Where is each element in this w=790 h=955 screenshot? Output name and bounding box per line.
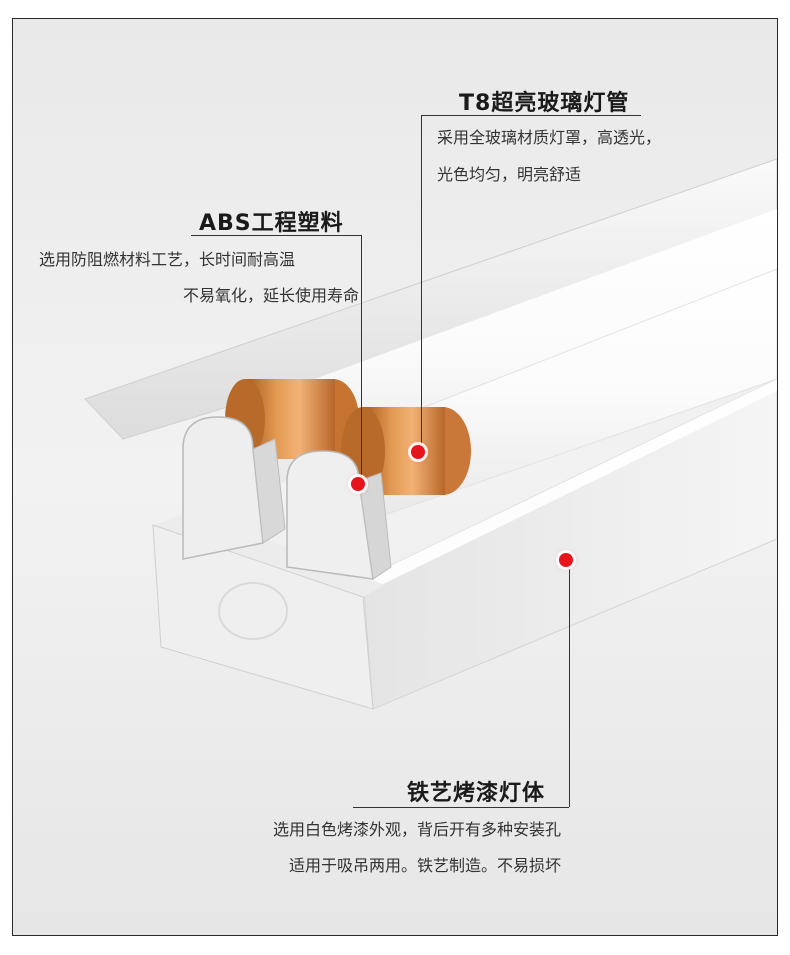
body-callout-desc-2: 适用于吸吊两用。铁艺制造。不易损坏	[288, 856, 561, 875]
tube-callout-desc-2: 光色均匀，明亮舒适	[437, 165, 582, 184]
abs-callout-underline	[191, 235, 361, 236]
body-callout-leader	[569, 565, 570, 807]
fixture-illustration	[84, 158, 777, 710]
abs-callout-desc-2: 不易氧化，延长使用寿命	[182, 286, 359, 305]
tube-marker-dot	[411, 445, 425, 459]
tube-callout-underline	[421, 115, 641, 116]
product-frame: T8超亮玻璃灯管 采用全玻璃材质灯罩，高透光， 光色均匀，明亮舒适 ABS工程塑…	[12, 18, 778, 936]
abs-marker-dot	[351, 477, 365, 491]
body-callout-underline	[353, 807, 569, 808]
tube-callout-title: T8超亮玻璃灯管	[459, 91, 630, 116]
end-cap-front	[152, 524, 374, 710]
abs-callout-desc-1: 选用防阻燃材料工艺，长时间耐高温	[39, 250, 296, 269]
abs-callout-title: ABS工程塑料	[199, 211, 344, 236]
abs-callout-leader	[361, 235, 362, 485]
tube-callout-leader	[421, 115, 422, 453]
lamp-holder-back	[182, 416, 286, 560]
tube-callout-desc-1: 采用全玻璃材质灯罩，高透光，	[437, 128, 662, 147]
body-marker-dot	[559, 553, 573, 567]
channel-front	[362, 378, 777, 710]
body-callout-desc-1: 选用白色烤漆外观，背后开有多种安装孔	[272, 820, 561, 839]
body-callout-title: 铁艺烤漆灯体	[407, 781, 546, 806]
reflector-back	[84, 158, 777, 440]
